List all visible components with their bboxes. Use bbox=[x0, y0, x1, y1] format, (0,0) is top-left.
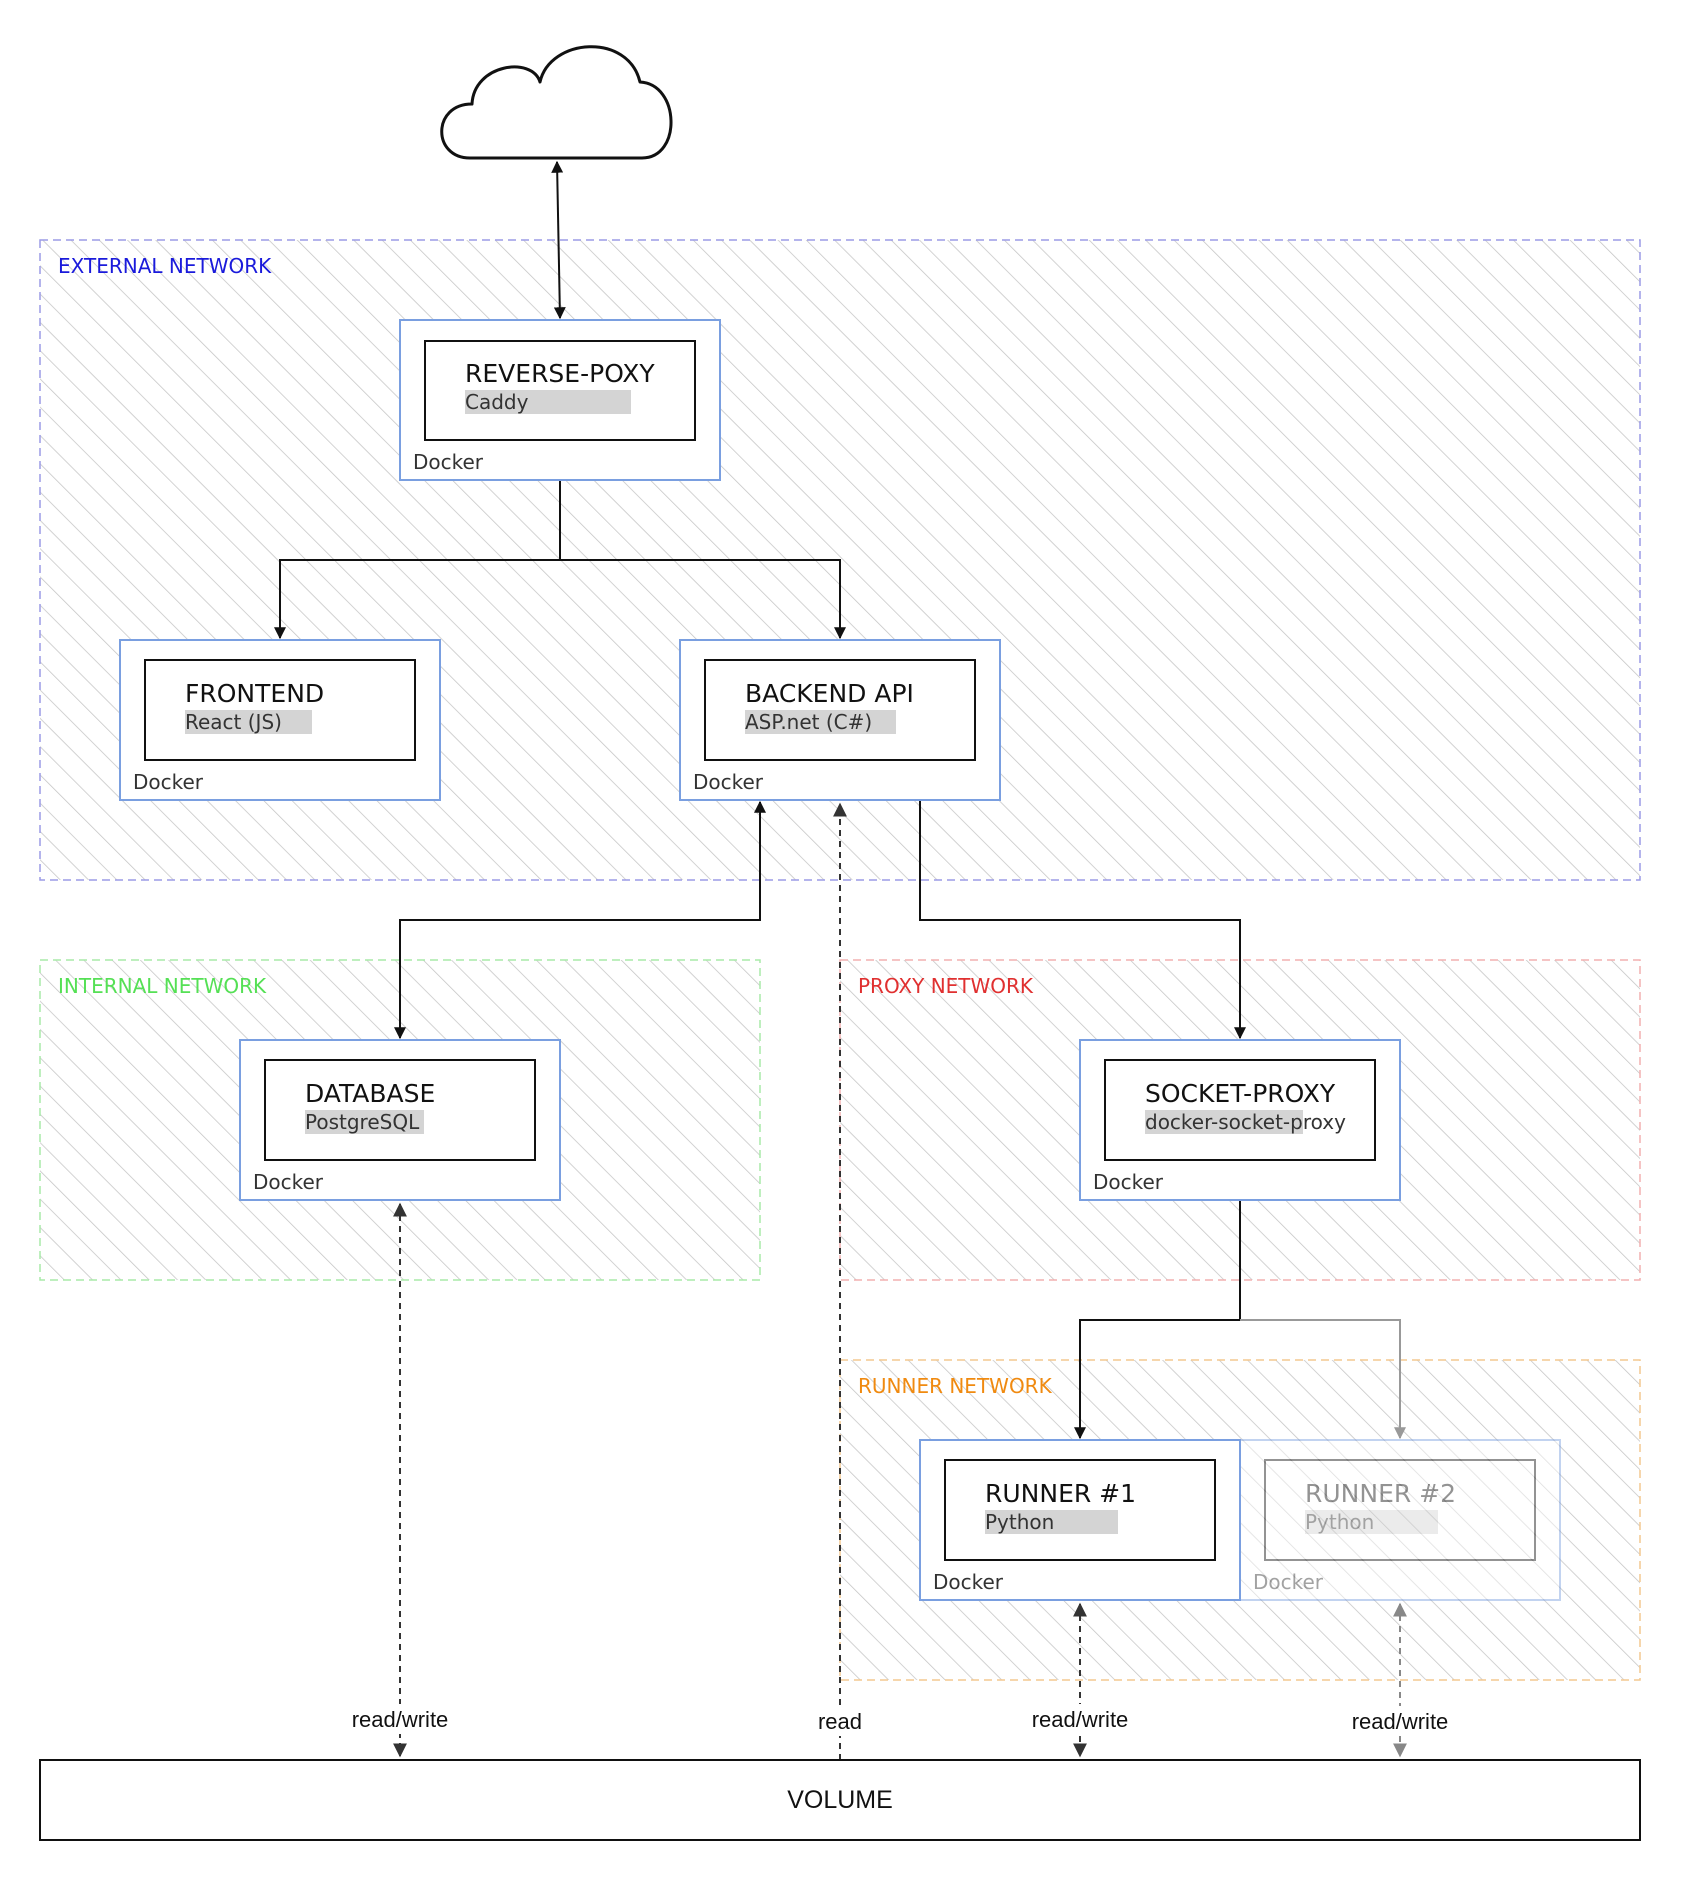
database-tech: PostgreSQL bbox=[305, 1110, 420, 1134]
runner2-tech: Python bbox=[1305, 1510, 1374, 1534]
edge-label-backend-volume: read bbox=[818, 1709, 862, 1734]
service-database[interactable]: DATABASE PostgreSQL Docker bbox=[239, 1039, 561, 1201]
service-runner-2[interactable]: RUNNER #2 Python Docker bbox=[1239, 1439, 1561, 1601]
edge-label-database-volume: read/write bbox=[352, 1707, 449, 1732]
edge-runner1-volume: read/write bbox=[1026, 1602, 1134, 1758]
runner1-tech: Python bbox=[985, 1510, 1054, 1534]
runner2-title: RUNNER #2 bbox=[1305, 1479, 1456, 1508]
edge-cloud-reverse-proxy bbox=[551, 160, 566, 320]
backend-title: BACKEND API bbox=[745, 679, 914, 708]
service-frontend[interactable]: FRONTEND React (JS) Docker bbox=[119, 639, 441, 801]
edge-backend-volume: read bbox=[812, 802, 868, 1760]
cloud-icon bbox=[440, 45, 673, 160]
runner1-title: RUNNER #1 bbox=[985, 1479, 1136, 1508]
service-reverse-proxy[interactable]: REVERSE-POXY Caddy Docker bbox=[399, 319, 721, 481]
database-title: DATABASE bbox=[305, 1079, 435, 1108]
service-backend-api[interactable]: BACKEND API ASP.net (C#) Docker bbox=[679, 639, 1001, 801]
edge-label-runner1-volume: read/write bbox=[1032, 1707, 1129, 1732]
database-host: Docker bbox=[253, 1170, 324, 1194]
edge-backend-database bbox=[394, 800, 766, 1040]
reverse-proxy-host: Docker bbox=[413, 450, 484, 474]
volume-label: VOLUME bbox=[787, 1786, 893, 1814]
volume-node[interactable]: VOLUME bbox=[39, 1759, 1641, 1841]
reverse-proxy-title: REVERSE-POXY bbox=[465, 359, 655, 388]
edge-label-runner2-volume: read/write bbox=[1352, 1709, 1449, 1734]
edge-reverse-proxy-frontend bbox=[274, 481, 561, 640]
edge-database-volume: read/write bbox=[346, 1202, 454, 1758]
service-socket-proxy[interactable]: SOCKET-PROXY docker-socket-proxy Docker bbox=[1079, 1039, 1401, 1201]
edge-reverse-proxy-backend bbox=[560, 559, 846, 640]
proxy-network-label: PROXY NETWORK bbox=[858, 974, 1034, 998]
backend-tech: ASP.net (C#) bbox=[745, 710, 872, 734]
backend-host: Docker bbox=[693, 770, 764, 794]
frontend-tech: React (JS) bbox=[185, 710, 282, 734]
edge-socket-proxy-runner2 bbox=[1240, 1319, 1406, 1440]
runner2-host: Docker bbox=[1253, 1570, 1324, 1594]
service-runner-1[interactable]: RUNNER #1 Python Docker bbox=[919, 1439, 1241, 1601]
internal-network-label: INTERNAL NETWORK bbox=[58, 974, 267, 998]
runner1-host: Docker bbox=[933, 1570, 1004, 1594]
external-network-label: EXTERNAL NETWORK bbox=[58, 254, 272, 278]
socket-proxy-tech: docker-socket-proxy bbox=[1145, 1110, 1346, 1134]
socket-proxy-title: SOCKET-PROXY bbox=[1145, 1079, 1336, 1108]
edge-socket-proxy-runner1 bbox=[1074, 1201, 1241, 1440]
frontend-host: Docker bbox=[133, 770, 204, 794]
runner-network-label: RUNNER NETWORK bbox=[858, 1374, 1053, 1398]
reverse-proxy-tech: Caddy bbox=[465, 390, 529, 414]
edge-runner2-volume: read/write bbox=[1346, 1602, 1454, 1758]
frontend-title: FRONTEND bbox=[185, 679, 324, 708]
edge-backend-socket-proxy bbox=[919, 801, 1246, 1040]
socket-proxy-host: Docker bbox=[1093, 1170, 1164, 1194]
